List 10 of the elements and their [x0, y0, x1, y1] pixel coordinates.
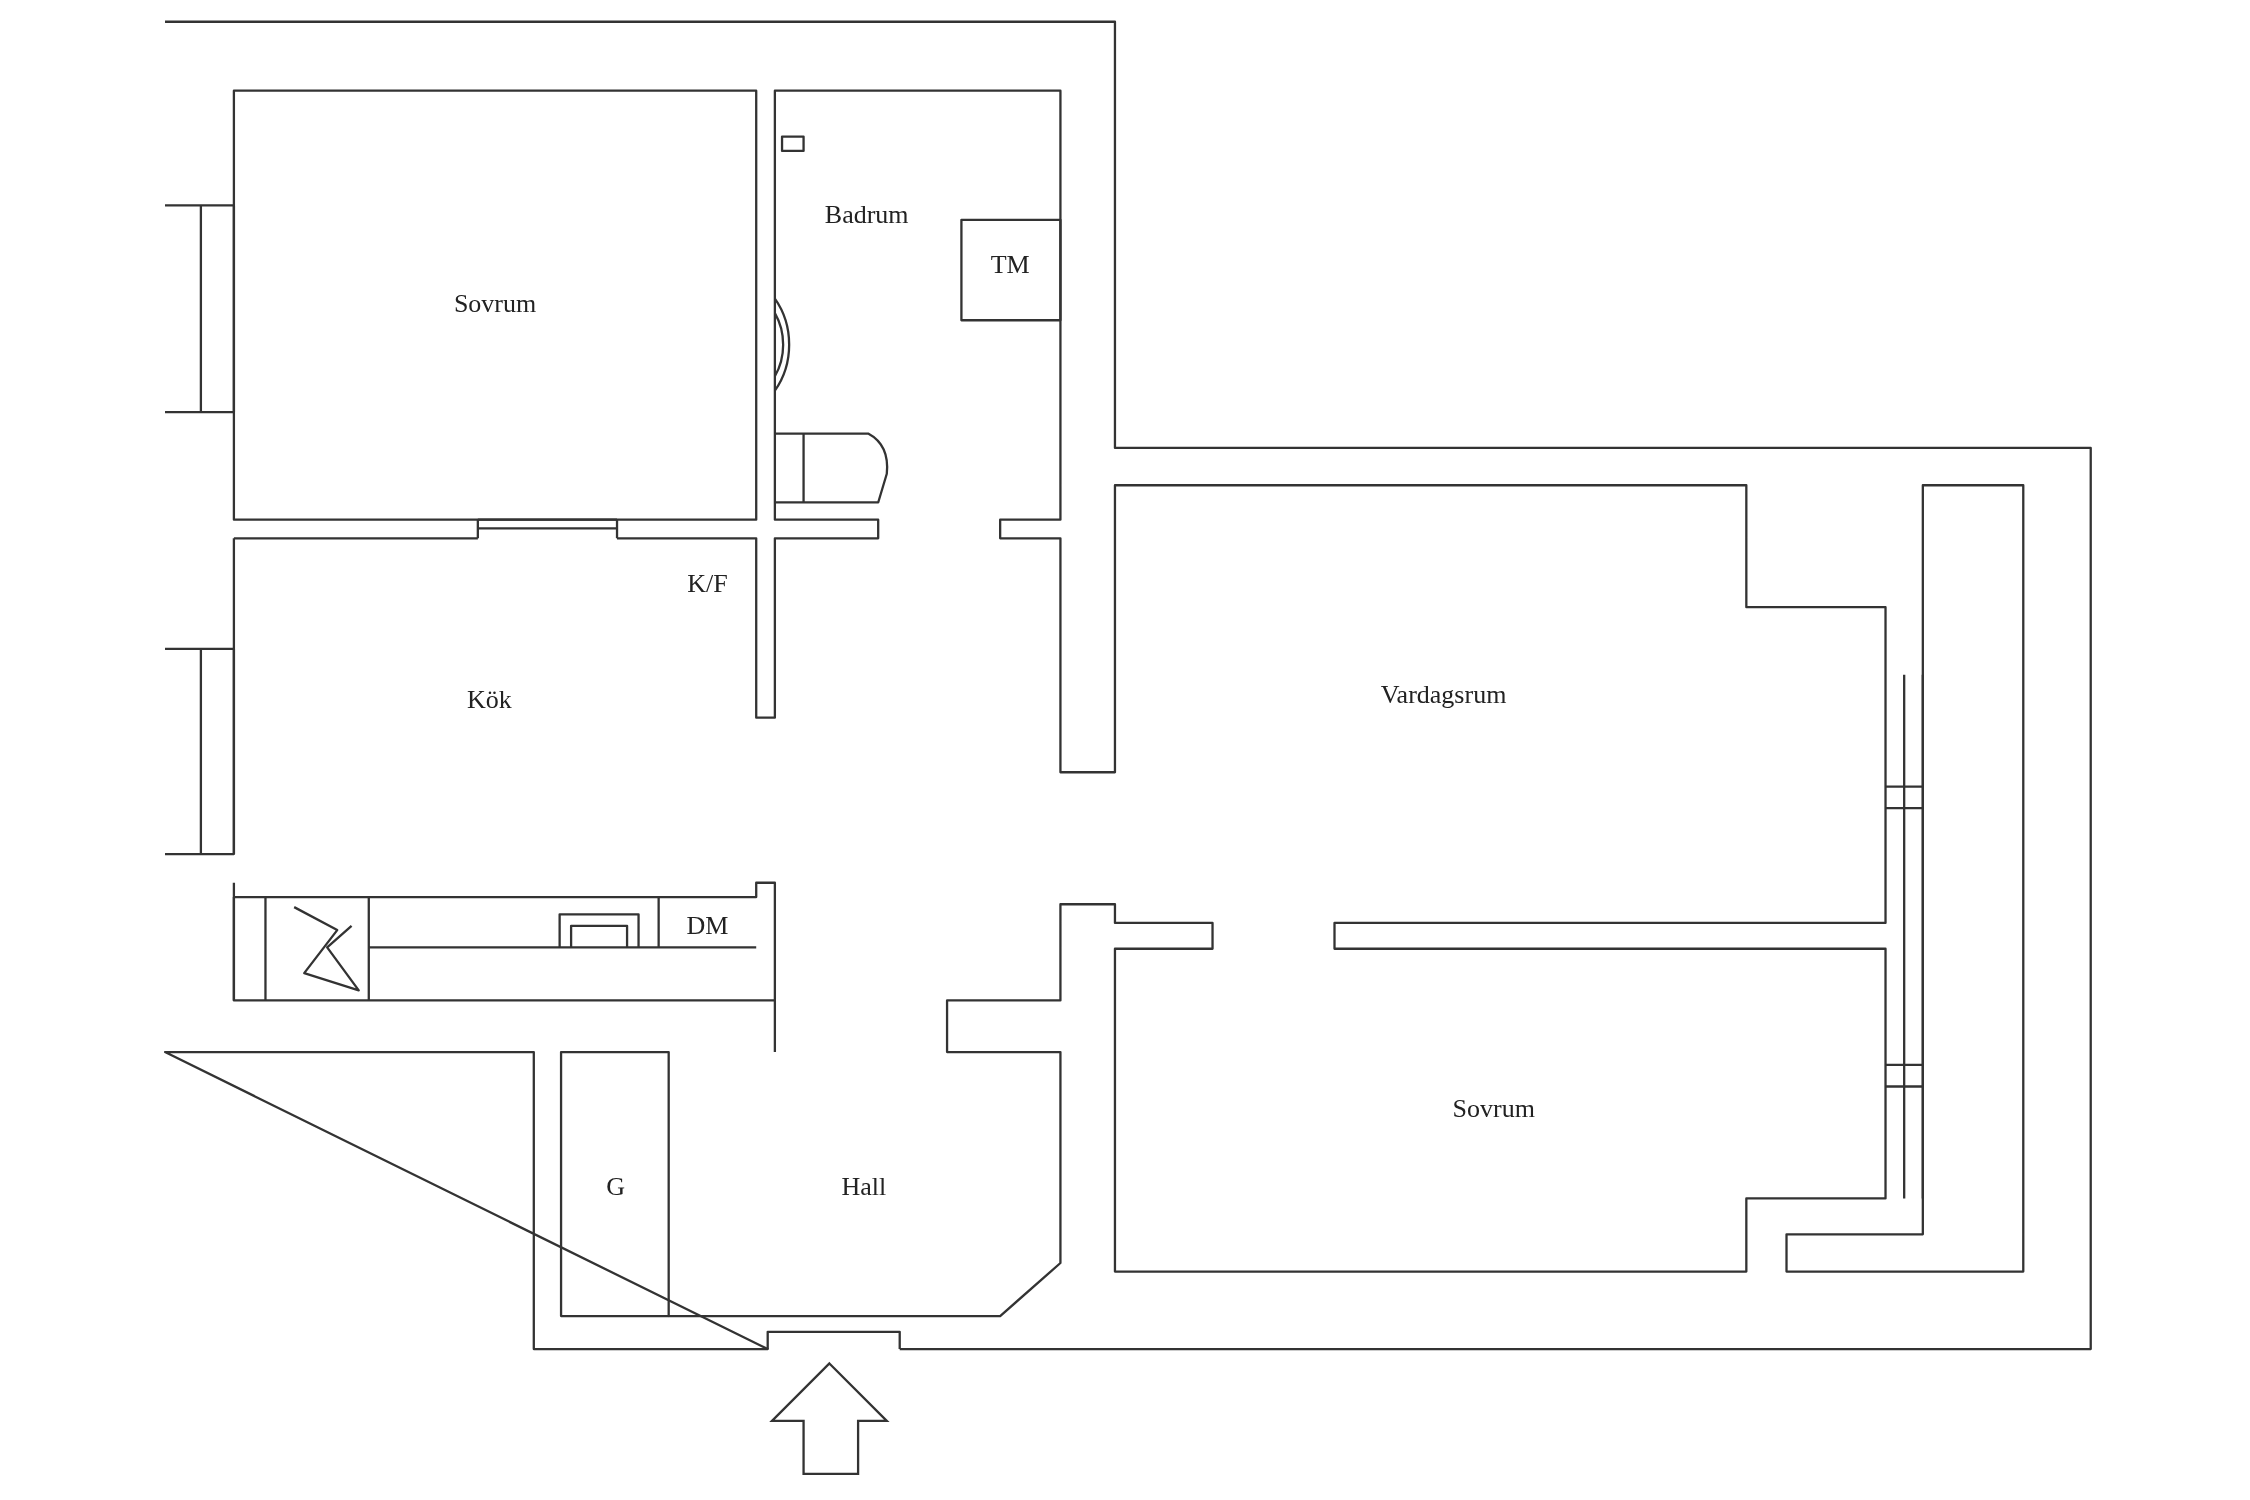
room-label: K/F [687, 569, 728, 599]
room-label: Hall [841, 1171, 887, 1202]
room-label: Badrum [824, 200, 909, 231]
room-label: DM [686, 910, 729, 941]
room-label: TM [990, 250, 1030, 281]
room-label: Sovrum [453, 289, 537, 320]
room-label: Vardagsrum [1380, 679, 1507, 710]
room-label: Kök [466, 685, 512, 716]
room-label: Sovrum [1452, 1094, 1535, 1125]
room-label: G [606, 1171, 625, 1202]
